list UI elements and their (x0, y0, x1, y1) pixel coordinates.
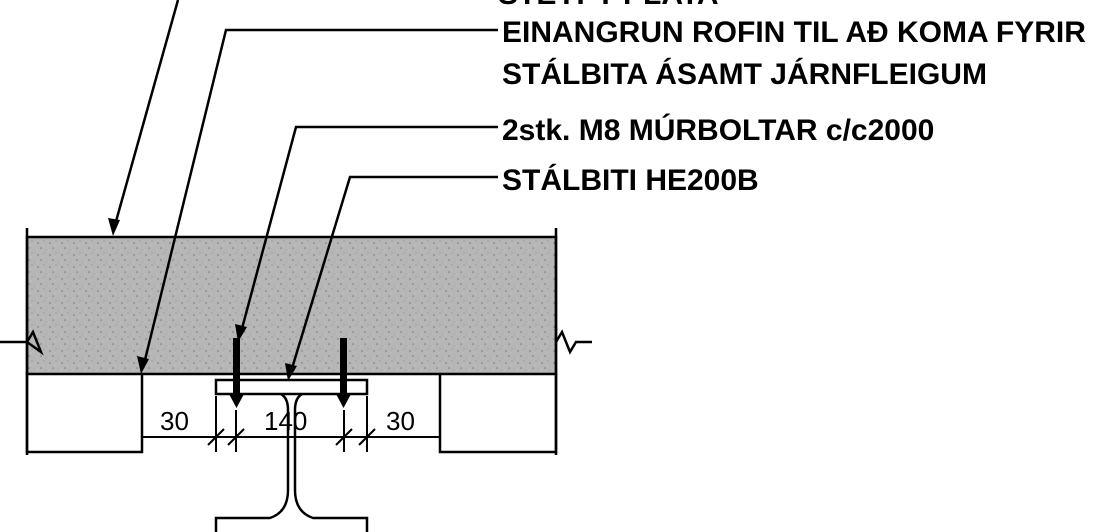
insulation-label-line2: STÁLBITA ÁSAMT JÁRNFLEIGUM (502, 57, 987, 91)
beam-label: STÁLBITI HE200B (502, 163, 759, 197)
steel-beam-he200b (214, 378, 369, 532)
dimension-right: 30 (386, 406, 415, 436)
leader-slab (108, 0, 180, 236)
bolts-label: 2stk. M8 MÚRBOLTAR c/c2000 (502, 113, 934, 147)
slab-label-partial: STEYPT PLATA (498, 0, 719, 11)
anchor-bolt-right (336, 338, 351, 408)
leader-insulation (137, 28, 498, 374)
dimension-line (142, 396, 440, 452)
dimension-middle: 140 (264, 406, 307, 436)
anchor-bolt-left (229, 338, 244, 408)
break-line-right (554, 228, 592, 455)
leader-bolts (235, 125, 498, 342)
dimension-left: 30 (160, 406, 189, 436)
concrete-slab (25, 235, 558, 376)
insulation-label-line1: EINANGRUN ROFIN TIL AÐ KOMA FYRIR (502, 16, 1086, 49)
insulation-left (25, 374, 144, 454)
insulation-right (438, 374, 558, 454)
leader-beam (285, 175, 498, 381)
